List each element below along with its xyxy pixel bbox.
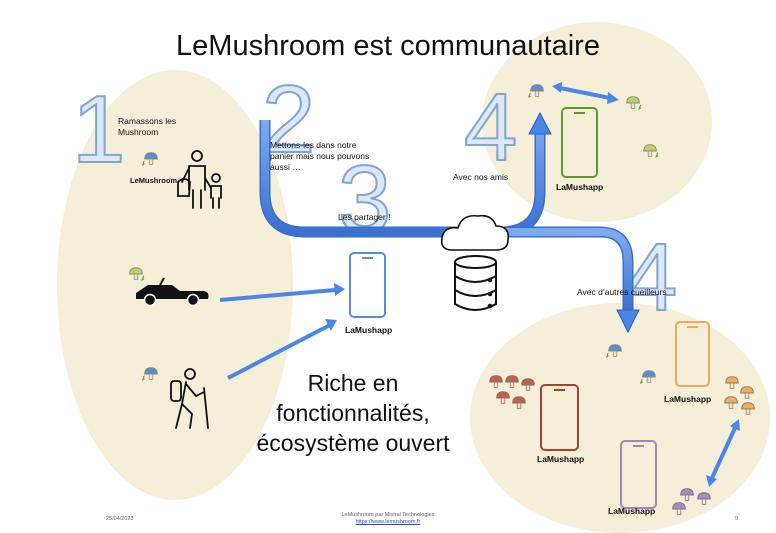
phone-friends (561, 107, 598, 178)
phone-icon (349, 107, 710, 509)
step-number-1: 1 (72, 76, 125, 183)
brand-label: LeMushroom (130, 176, 178, 185)
collect-zone (57, 70, 293, 500)
thin-arrows (219, 82, 740, 487)
family-icon (177, 150, 222, 209)
car-icon (136, 277, 209, 307)
step2-text: Mettons-les dans notre panier mais nous … (270, 140, 370, 172)
database-icon (454, 255, 497, 311)
pipe-arrow-head-down (616, 309, 640, 334)
pickers-zone (470, 303, 770, 533)
app-label-orange: LaMushapp (664, 394, 712, 404)
footer-page-number: 9 (735, 516, 739, 522)
app-label-friends: LaMushapp (556, 182, 604, 192)
rich-features-text: Riche en fonctionnalités, écosystème ouv… (256, 370, 450, 456)
cloud-icon (440, 214, 510, 251)
phone-red (540, 384, 579, 451)
footer-company: LeMushroom par Mistral Technologies (341, 512, 435, 518)
step-number-4-friends: 4 (464, 74, 517, 181)
step1-text: Ramassons les Mushroom (118, 116, 177, 137)
app-label-center: LaMushapp (345, 325, 393, 335)
phone-orange (675, 321, 710, 387)
slide-title: LeMushroom est communautaire (176, 30, 600, 62)
phone-center (349, 252, 386, 318)
footer-date: 25/04/2023 (106, 516, 134, 522)
friends-text: Avec nos amis (453, 172, 509, 182)
pickers-pipe (505, 226, 634, 312)
others-text: Avec d’autres cueilleurs (577, 287, 667, 297)
footer-url-link[interactable]: https://www.lemushroom.fr (355, 519, 421, 525)
pipe-arrow-head-up (528, 111, 552, 135)
step3-text: Les partager ! (338, 212, 391, 222)
app-label-red: LaMushapp (537, 454, 585, 464)
phone-purple (620, 440, 657, 509)
app-label-purple: LaMushapp (608, 506, 656, 516)
hiker-icon (170, 368, 209, 429)
